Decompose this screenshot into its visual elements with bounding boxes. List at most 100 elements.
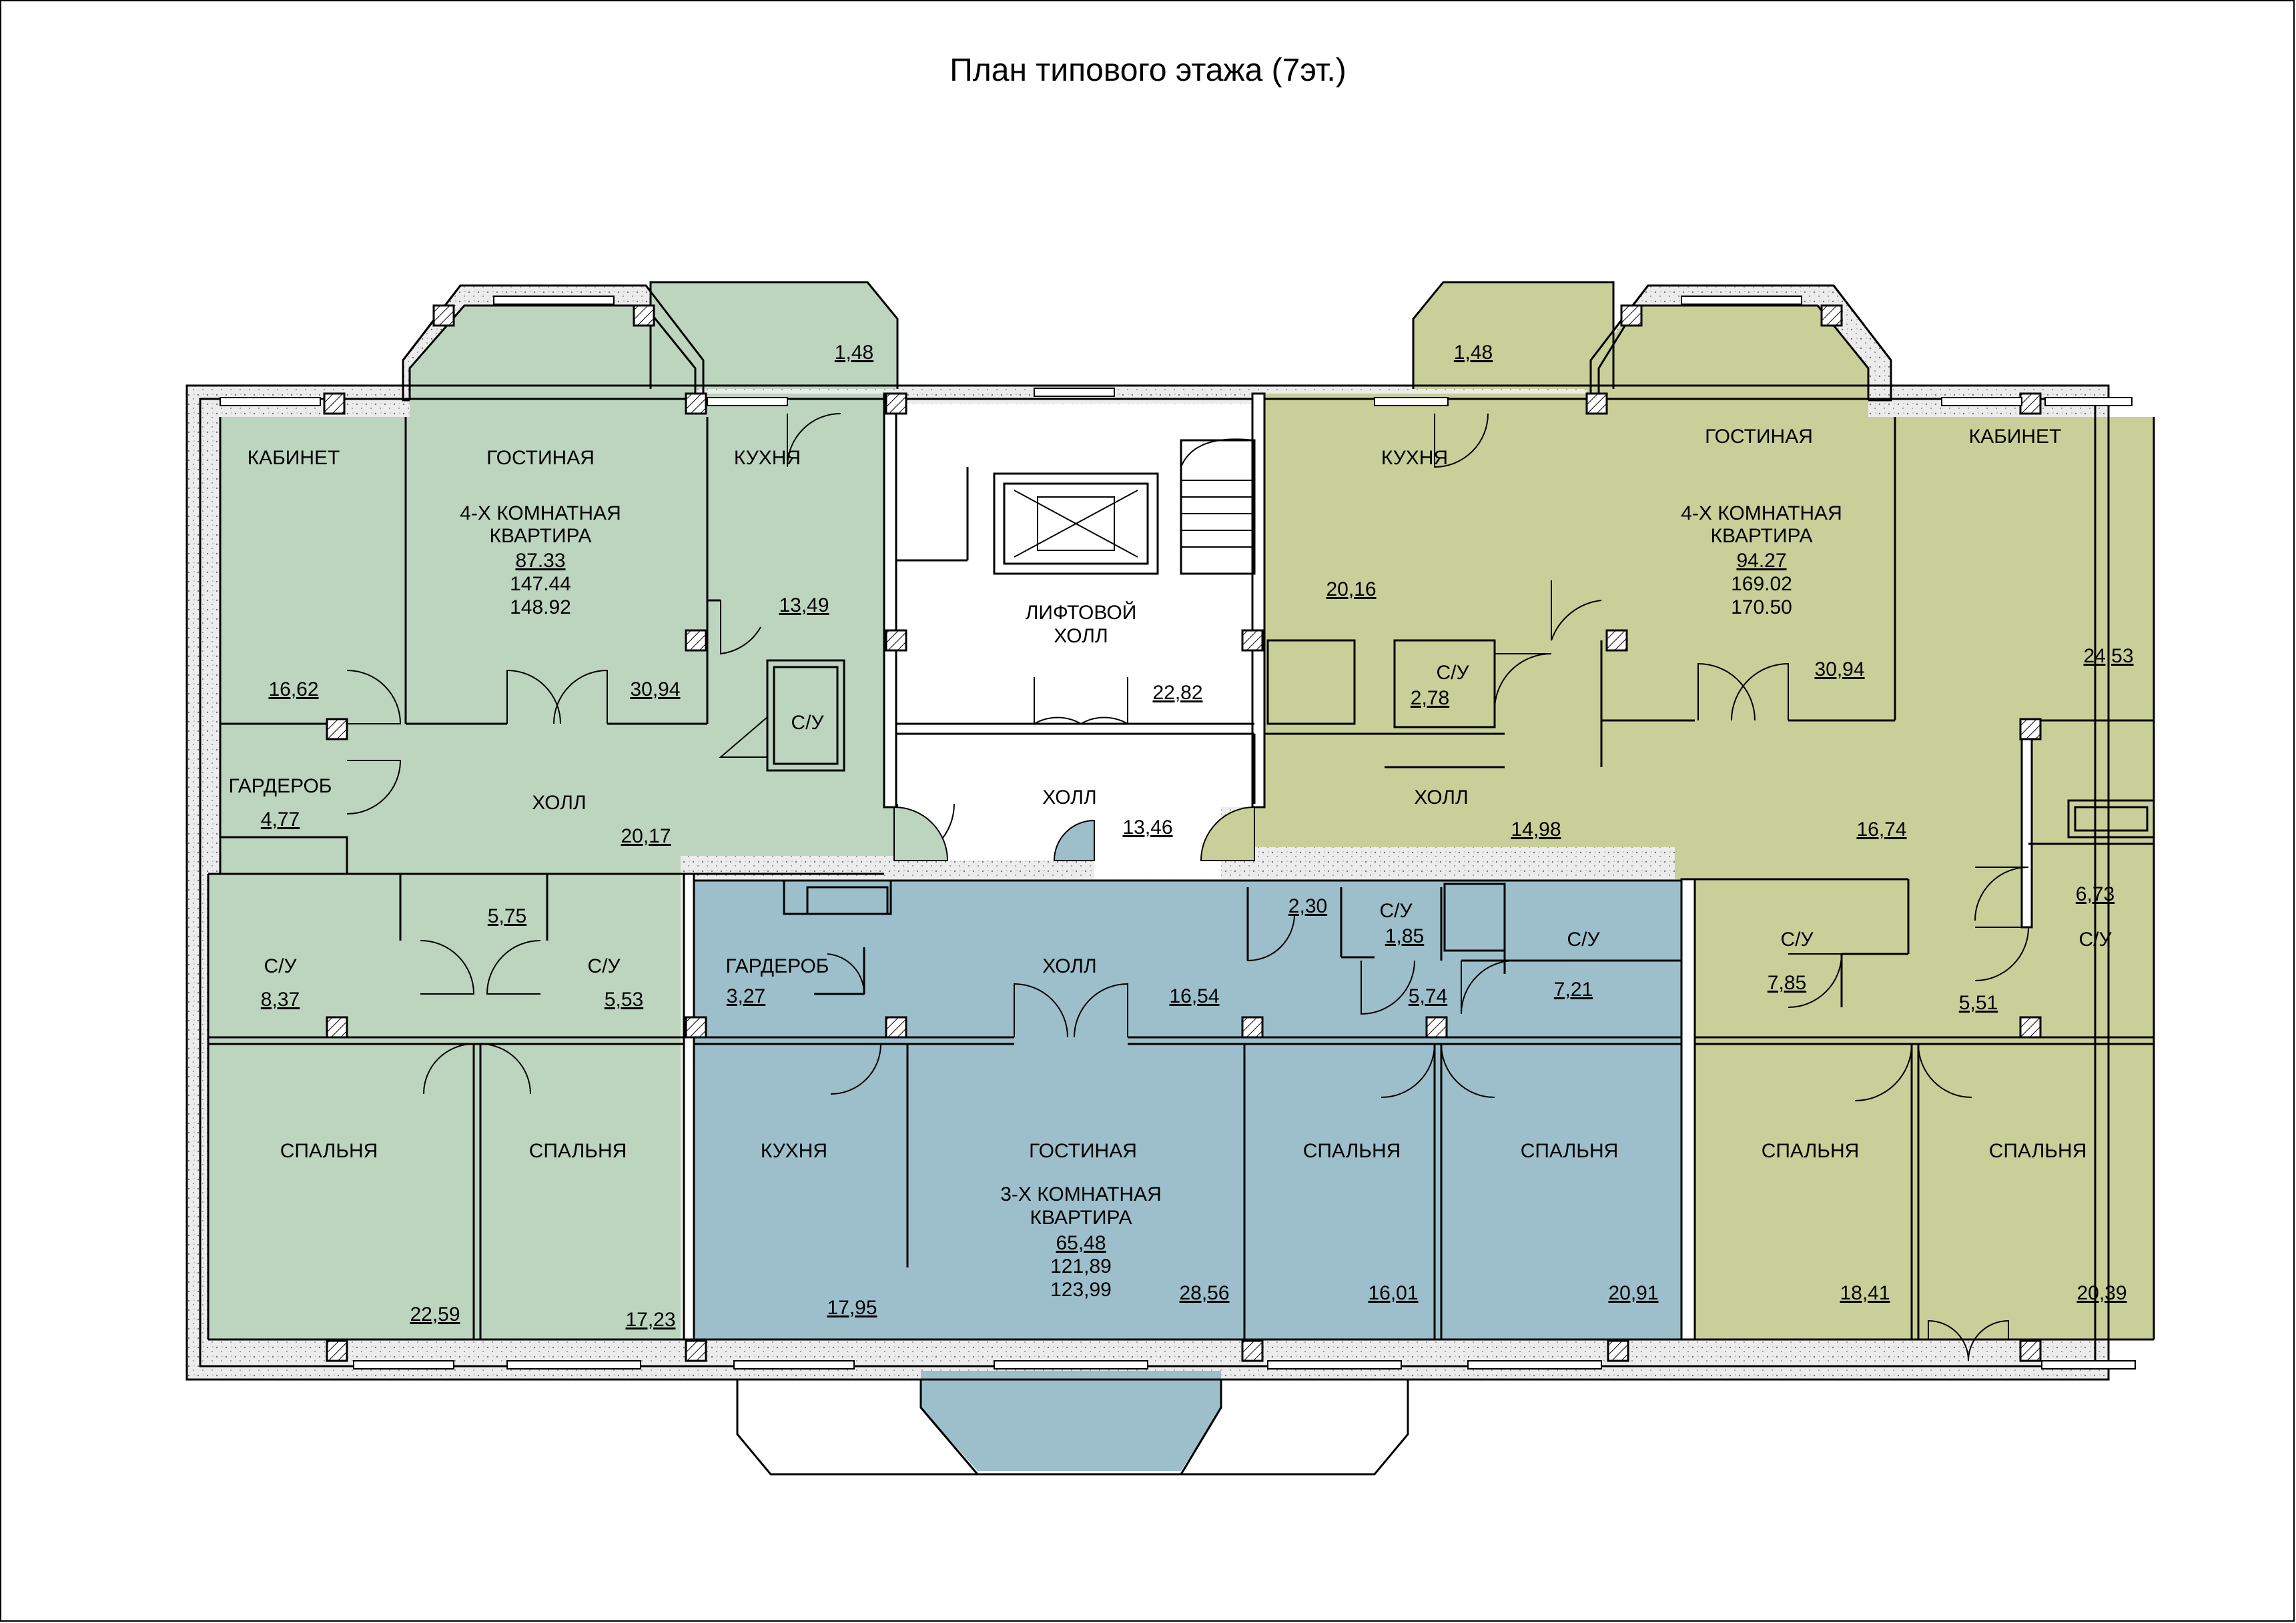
right-bed2-area: 20,39	[2076, 1282, 2127, 1304]
apartment-bottom-zone	[694, 881, 1681, 1471]
bottom-apartment-area-total: 121,89	[1050, 1255, 1112, 1277]
right-kitchen-name: КУХНЯ	[1381, 447, 1448, 469]
bottom-kitchen-name: КУХНЯ	[761, 1140, 827, 1162]
right-corridor2-area: 5,51	[1959, 992, 1998, 1014]
apartment-bottom-fill	[694, 881, 1681, 1339]
lift-hall-name-2: ХОЛЛ	[1054, 625, 1108, 647]
right-wc-top-area: 2,78	[1411, 687, 1449, 709]
right-apartment-area-total: 169.02	[1731, 573, 1792, 595]
common-hall-area: 13,46	[1122, 817, 1172, 839]
room-labels: КАБИНЕТ 16,62 ГОСТИНАЯ 4-Х КОМНАТНАЯ КВА…	[229, 342, 2134, 1331]
windows	[220, 296, 2136, 1370]
left-living-area: 30,94	[630, 678, 680, 700]
left-apartment-area-balcony: 148.92	[510, 596, 571, 618]
right-apartment-title-2: КВАРТИРА	[1710, 525, 1812, 547]
columns	[323, 304, 2042, 1362]
stair-steps	[1180, 438, 1255, 548]
left-corridor-area: 5,75	[488, 905, 526, 927]
right-bed1-area: 18,41	[1840, 1282, 1890, 1304]
left-wc2-name: С/У	[587, 955, 621, 977]
right-apartment-title-1: 4-Х КОМНАТНАЯ	[1681, 502, 1842, 524]
bottom-wc1-name: С/У	[1379, 900, 1413, 922]
left-apartment-area-living: 87.33	[515, 550, 565, 572]
left-apartment-area-total: 147.44	[510, 573, 571, 595]
right-bed2-name: СПАЛЬНЯ	[1989, 1140, 2087, 1162]
right-wc2-area: 6,73	[2076, 883, 2115, 905]
left-balcony-area: 1,48	[835, 342, 873, 364]
bottom-hall-area: 16,54	[1169, 985, 1219, 1007]
right-cabinet-area: 24,53	[2083, 645, 2133, 667]
bottom-balcony-fill	[921, 1371, 1221, 1471]
apartment-left-fill	[208, 306, 907, 1339]
right-living-name: ГОСТИНАЯ	[1705, 426, 1813, 448]
bottom-wc1-area: 1,85	[1385, 925, 1424, 947]
left-bed1-area: 22,59	[410, 1303, 460, 1325]
bottom-hall-name: ХОЛЛ	[1042, 955, 1096, 977]
right-corridor-area: 16,74	[1856, 819, 1906, 841]
right-wc1-name: С/У	[1780, 929, 1814, 951]
bottom-living-name: ГОСТИНАЯ	[1029, 1140, 1137, 1162]
apartment-right-zone	[1241, 282, 2154, 1339]
right-kitchen-area: 20,16	[1326, 578, 1376, 600]
bottom-kitchen-area: 17,95	[827, 1297, 877, 1319]
left-cabinet-name: КАБИНЕТ	[248, 447, 340, 469]
bottom-apartment-title-1: 3-Х КОМНАТНАЯ	[1000, 1183, 1161, 1205]
left-hall-area: 20,17	[621, 825, 671, 847]
right-balcony-fill	[1413, 282, 1613, 389]
bottom-wardrobe-name: ГАРДЕРОБ	[726, 955, 829, 977]
interior-walls	[208, 392, 2155, 1341]
bottom-bed2-name: СПАЛЬНЯ	[1521, 1140, 1619, 1162]
right-cabinet-name: КАБИНЕТ	[1969, 426, 2062, 448]
left-wardrobe-name: ГАРДЕРОБ	[229, 775, 332, 797]
bottom-apartment-area-balcony: 123,99	[1050, 1279, 1112, 1301]
lift-hall-name-1: ЛИФТОВОЙ	[1026, 601, 1137, 624]
bottom-closet-area: 2,30	[1288, 895, 1327, 917]
bottom-bed1-name: СПАЛЬНЯ	[1303, 1140, 1401, 1162]
left-bed2-name: СПАЛЬНЯ	[529, 1140, 627, 1162]
bottom-wc2-area: 7,21	[1554, 979, 1593, 1001]
left-wc1-name: С/У	[264, 955, 297, 977]
common-zone	[894, 404, 1254, 879]
page-title: План типового этажа (7эт.)	[949, 53, 1347, 88]
left-wc1-area: 8,37	[261, 989, 300, 1011]
doors	[346, 413, 2030, 1362]
left-bed1-name: СПАЛЬНЯ	[280, 1140, 378, 1162]
right-apartment-area-living: 94.27	[1736, 550, 1786, 572]
bottom-wc2-name: С/У	[1567, 929, 1600, 951]
left-living-name: ГОСТИНАЯ	[486, 447, 595, 469]
bottom-bed2-area: 20,91	[1608, 1282, 1658, 1304]
bottom-corridor-area: 5,74	[1409, 985, 1447, 1007]
right-hall-name: ХОЛЛ	[1414, 786, 1468, 808]
bottom-bed1-area: 16,01	[1368, 1282, 1418, 1304]
left-wc2-area: 5,53	[605, 989, 643, 1011]
left-hall-name: ХОЛЛ	[532, 792, 586, 814]
apartment-right-fill	[1241, 306, 2154, 1339]
left-apartment-title-2: КВАРТИРА	[489, 525, 591, 547]
left-kitchen-area: 13,49	[779, 594, 829, 616]
right-wc2-name: С/У	[2078, 929, 2112, 951]
right-hall-area: 14,98	[1511, 819, 1561, 841]
bottom-living-area: 28,56	[1179, 1282, 1229, 1304]
right-bed1-name: СПАЛЬНЯ	[1762, 1140, 1860, 1162]
common-hall-name: ХОЛЛ	[1042, 786, 1096, 808]
left-apartment-title-1: 4-Х КОМНАТНАЯ	[460, 502, 621, 524]
apartment-left-zone	[208, 282, 907, 1339]
right-apartment-area-balcony: 170.50	[1731, 596, 1792, 618]
lift-hall-area: 22,82	[1152, 682, 1202, 704]
right-wc1-area: 7,85	[1768, 972, 1806, 994]
left-kitchen-name: КУХНЯ	[734, 447, 801, 469]
bottom-apartment-area-living: 65,48	[1056, 1232, 1106, 1254]
right-balcony-area: 1,48	[1454, 342, 1493, 364]
left-balcony-fill	[651, 282, 897, 389]
common-hall-fill	[894, 404, 1254, 879]
left-cabinet-area: 16,62	[268, 678, 318, 700]
right-wc-top-name: С/У	[1436, 662, 1469, 684]
right-living-area: 30,94	[1814, 658, 1864, 680]
left-bed2-area: 17,23	[625, 1309, 675, 1331]
bottom-apartment-title-2: КВАРТИРА	[1030, 1207, 1132, 1229]
left-wc-small-name: С/У	[791, 712, 824, 734]
left-wardrobe-area: 4,77	[261, 808, 300, 831]
bottom-wardrobe-area: 3,27	[727, 985, 765, 1007]
